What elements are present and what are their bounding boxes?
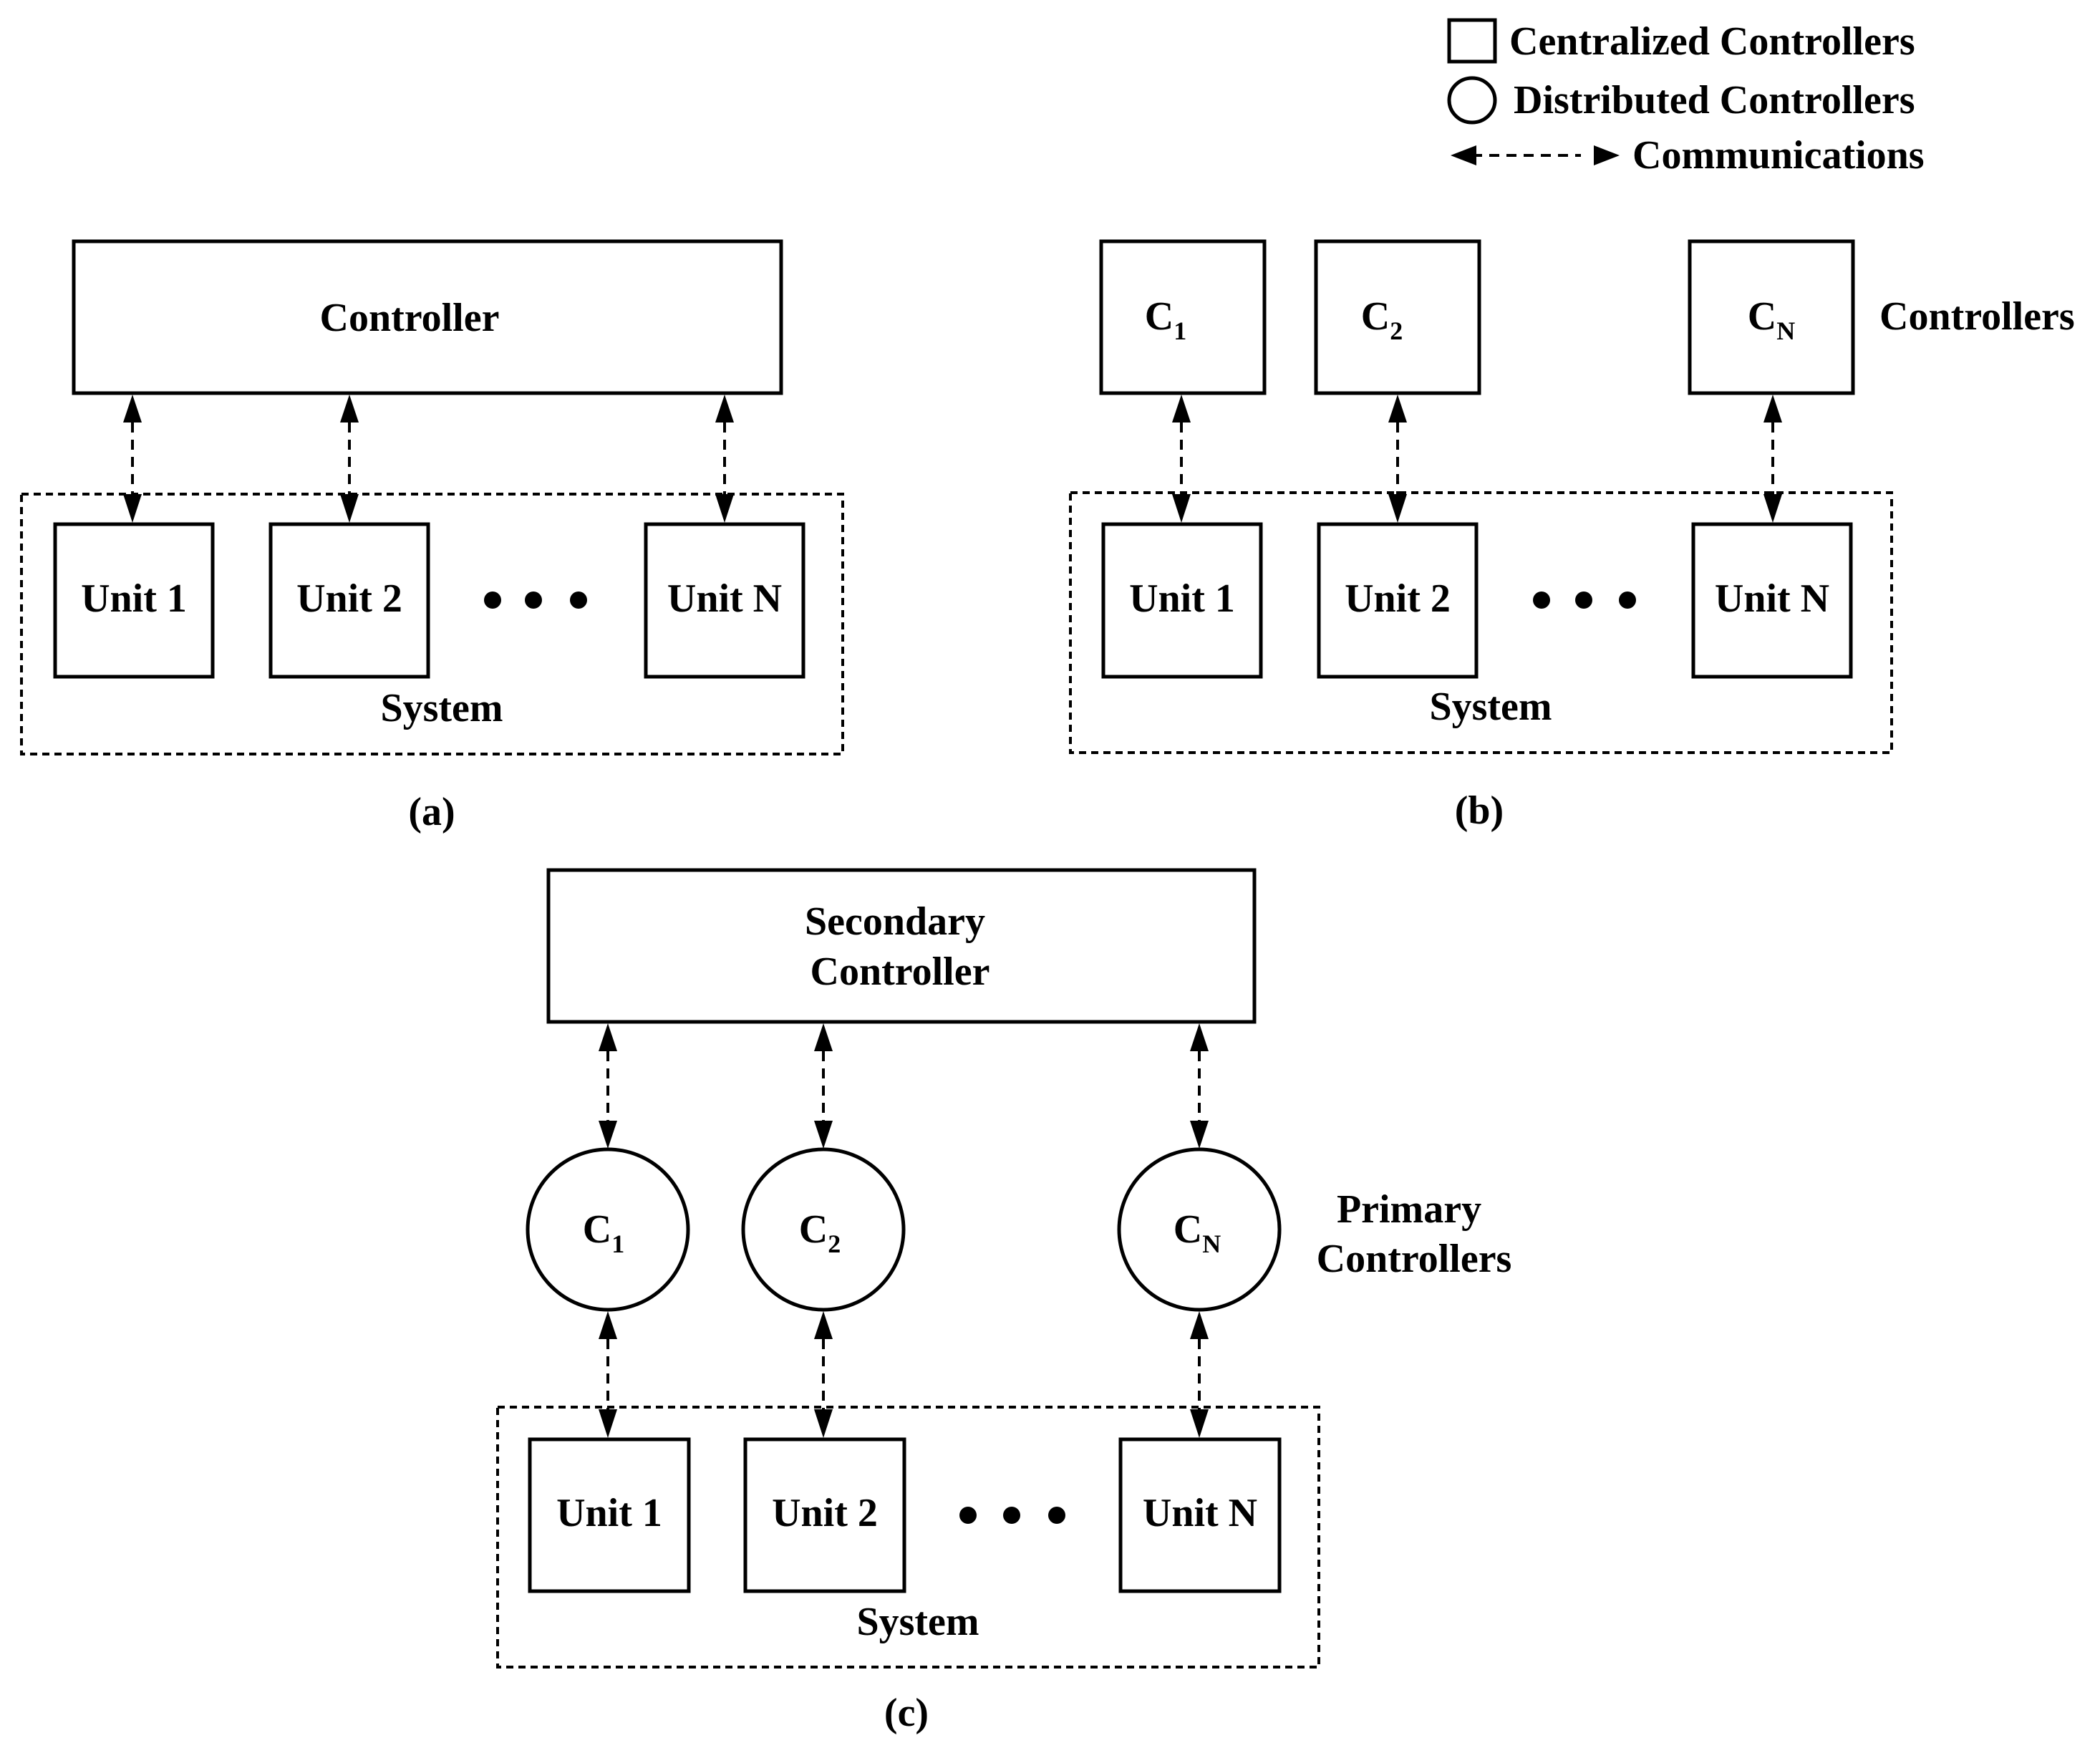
legend-communications-arrow-icon (1451, 145, 1620, 165)
communication-arrow (599, 1311, 617, 1438)
primary-controllers-label: Primary Controllers (1317, 1187, 1512, 1281)
primary-controller-cn-label: CN (1174, 1207, 1221, 1258)
unit-n-box (1691, 522, 1853, 679)
communication-arrow (123, 395, 142, 523)
unit-2-label: Unit 2 (1345, 576, 1451, 621)
panel-b: C1 C2 CN Controllers Unit 1 Unit 2 Unit … (1069, 239, 2075, 833)
unit-n-label: Unit N (1143, 1491, 1257, 1535)
unit-n-box (1118, 1437, 1282, 1593)
unit-n-box (644, 522, 805, 679)
controller-cn-label: CN (1748, 294, 1795, 345)
communication-arrow (1763, 395, 1782, 523)
communication-arrow (1190, 1311, 1209, 1438)
controllers-label: Controllers (1879, 294, 2075, 339)
secondary-controller-box (546, 868, 1257, 1024)
legend-centralized-label: Centralized Controllers (1509, 19, 1915, 64)
unit-1-box (528, 1437, 691, 1593)
communication-arrow (715, 395, 734, 523)
controller-label: Controller (320, 296, 500, 340)
controller-c2-label: C2 (1361, 294, 1403, 345)
panel-c: Secondary Controller C1 C2 CN Primary Co… (496, 868, 1512, 1735)
unit-2-box (268, 522, 430, 679)
communication-arrow (814, 1311, 833, 1438)
legend-distributed-label: Distributed Controllers (1514, 78, 1915, 122)
primary-controller-cn (1117, 1147, 1282, 1312)
communication-arrow (1190, 1023, 1209, 1149)
controller-cn-box (1688, 239, 1855, 395)
unit-1-box (53, 522, 215, 679)
communication-arrow (814, 1023, 833, 1149)
unit-1-box (1101, 522, 1263, 679)
panel-b-caption: (b) (1455, 788, 1504, 833)
system-label: System (380, 686, 503, 730)
unit-2-label: Unit 2 (296, 576, 402, 621)
unit-1-label: Unit 1 (81, 576, 187, 621)
system-boundary (1069, 491, 1893, 754)
unit-2-label: Unit 2 (772, 1491, 878, 1535)
legend: Centralized Controllers Distributed Cont… (1447, 18, 1925, 178)
primary-controller-c1-label: C1 (583, 1207, 624, 1258)
unit-1-label: Unit 1 (556, 1491, 662, 1535)
primary-controller-c2 (741, 1147, 906, 1312)
panel-a: Controller Unit 1 Unit 2 Unit N System (… (20, 239, 844, 834)
communication-arrow (599, 1023, 617, 1149)
panel-c-caption: (c) (884, 1691, 929, 1735)
unit-2-box (1317, 522, 1479, 679)
unit-1-label: Unit 1 (1129, 576, 1235, 621)
controller-c2-box (1314, 239, 1481, 395)
communication-arrow (340, 395, 359, 523)
controller-c1-label: C1 (1145, 294, 1186, 345)
unit-n-label: Unit N (667, 576, 782, 621)
communication-arrow (1388, 395, 1407, 523)
panel-a-caption: (a) (408, 790, 455, 834)
system-label: System (856, 1600, 979, 1644)
legend-communications-label: Communications (1632, 133, 1925, 178)
secondary-controller-label: Secondary Controller (805, 899, 995, 994)
controller-c1-box (1099, 239, 1267, 395)
unit-2-box (743, 1437, 906, 1593)
unit-n-label: Unit N (1715, 576, 1829, 621)
ellipsis-dots (484, 591, 587, 609)
primary-controller-c1 (526, 1147, 690, 1312)
legend-circle-icon (1447, 76, 1497, 125)
legend-square-icon (1447, 18, 1497, 64)
ellipsis-dots (1533, 591, 1636, 609)
communication-arrow (1172, 395, 1191, 523)
system-boundary (20, 493, 844, 755)
ellipsis-dots (959, 1507, 1065, 1524)
system-boundary (496, 1406, 1320, 1669)
system-label: System (1429, 685, 1552, 729)
primary-controller-c2-label: C2 (799, 1207, 841, 1258)
controller-box (72, 239, 783, 395)
